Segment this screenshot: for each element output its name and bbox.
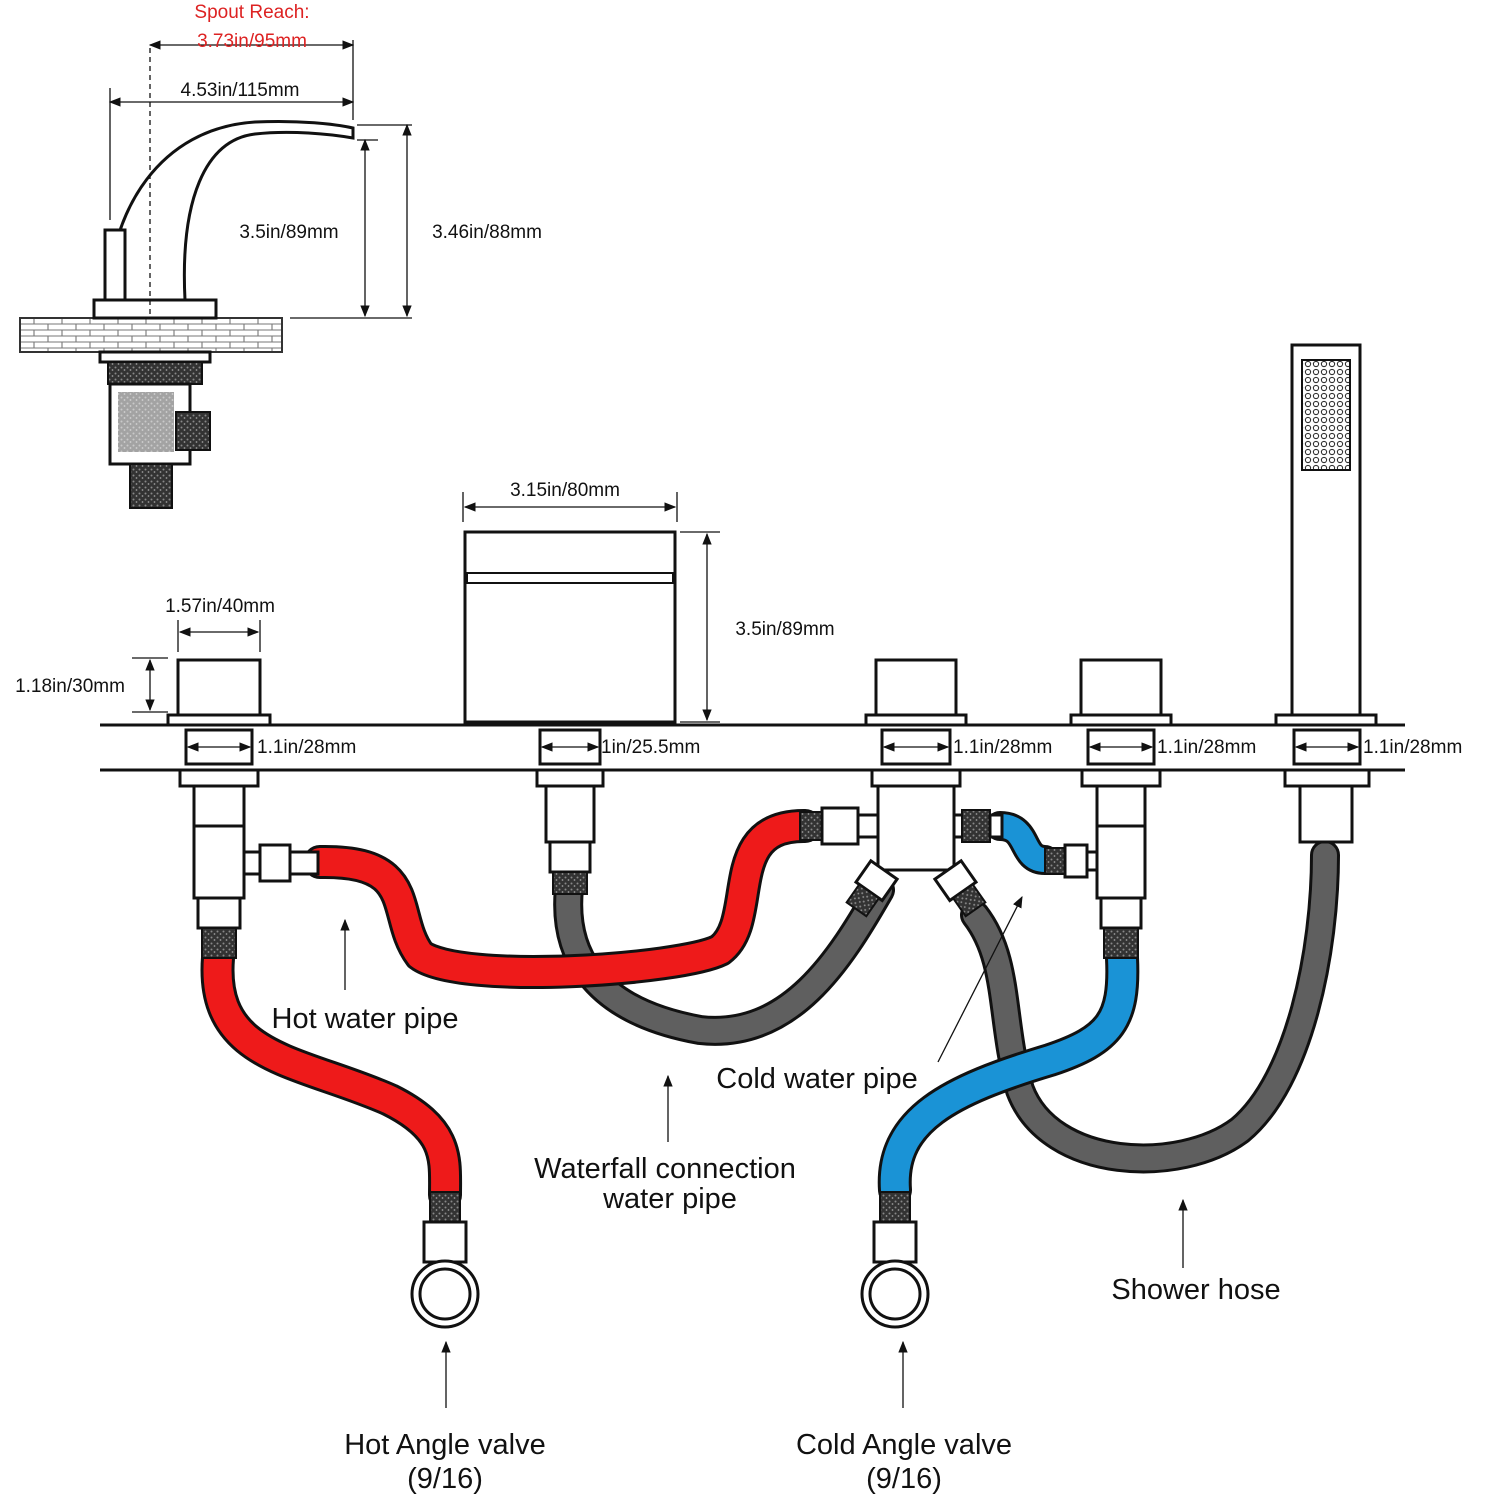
spout-body	[106, 119, 355, 302]
diverter-assembly	[799, 658, 1004, 918]
waterfall-height-label: 3.5in/89mm	[735, 619, 834, 640]
shower-hose	[963, 843, 1337, 1171]
waterfall-width-label: 3.15in/80mm	[510, 480, 620, 501]
spout-reach-title: Spout Reach:	[194, 2, 309, 23]
cold-valve-assembly	[1044, 658, 1173, 959]
spout-base	[92, 298, 218, 320]
deck-slab	[19, 317, 283, 353]
spout-drawing: Spout Reach: 3.73in/95mm 4.53in/115mm 3.…	[19, 2, 542, 509]
shower-spray-face	[1301, 359, 1351, 471]
hot-angle-valve	[410, 1191, 480, 1329]
spout-height-inner-label: 3.5in/89mm	[239, 222, 338, 243]
mixer-body	[876, 784, 956, 872]
shank-dim-4: 1.1in/28mm	[1157, 737, 1256, 758]
shank-dim-3: 1.1in/28mm	[953, 737, 1052, 758]
shank-dim-2: 1in/25.5mm	[601, 737, 700, 758]
hot-supply-hose	[203, 944, 460, 1209]
handle-height-label: 1.18in/30mm	[15, 676, 125, 697]
hot-angle-valve-size: (9/16)	[407, 1463, 483, 1495]
handle-width-label: 1.57in/40mm	[165, 596, 275, 617]
spout-handle-block	[103, 228, 127, 302]
cold-short-pipe	[988, 814, 1057, 872]
waterfall-pipe-label-line2: water pipe	[602, 1183, 737, 1215]
tub-deck	[100, 723, 1405, 772]
spout-width-label: 4.53in/115mm	[181, 80, 300, 101]
hand-shower-assembly	[1274, 343, 1378, 844]
shank-dim-1: 1.1in/28mm	[257, 737, 356, 758]
hot-angle-valve-label: Hot Angle valve	[344, 1429, 546, 1461]
hot-water-pipe	[306, 811, 819, 986]
dimensions: 3.15in/80mm 3.5in/89mm 1.57in/40mm 1.18i…	[15, 480, 1462, 758]
cold-supply-hose	[880, 944, 1137, 1204]
callout-arrows	[340, 895, 1188, 1408]
hot-handle	[176, 658, 262, 717]
diverter-handle	[874, 658, 958, 717]
shower-hose-label: Shower hose	[1111, 1274, 1280, 1306]
cold-angle-valve	[860, 1191, 930, 1329]
cold-water-pipe-label: Cold water pipe	[716, 1063, 918, 1095]
hot-valve-assembly	[166, 658, 320, 959]
hot-water-pipe-label: Hot water pipe	[272, 1003, 459, 1035]
spout-reach-value: 3.73in/95mm	[197, 31, 307, 52]
pipes	[200, 808, 1340, 1212]
spout-height-outer-label: 3.46in/88mm	[432, 222, 542, 243]
cold-handle	[1079, 658, 1163, 717]
waterfall-pipe-label-line1: Waterfall connection	[534, 1153, 796, 1185]
waterfall-hose	[556, 868, 892, 1043]
cold-angle-valve-size: (9/16)	[866, 1463, 942, 1495]
cold-angle-valve-label: Cold Angle valve	[796, 1429, 1012, 1461]
waterfall-assembly	[463, 530, 677, 895]
shank-dim-5: 1.1in/28mm	[1363, 737, 1462, 758]
waterfall-spout	[463, 530, 677, 724]
labels: Hot water pipe Cold water pipe Waterfall…	[272, 1003, 1281, 1495]
